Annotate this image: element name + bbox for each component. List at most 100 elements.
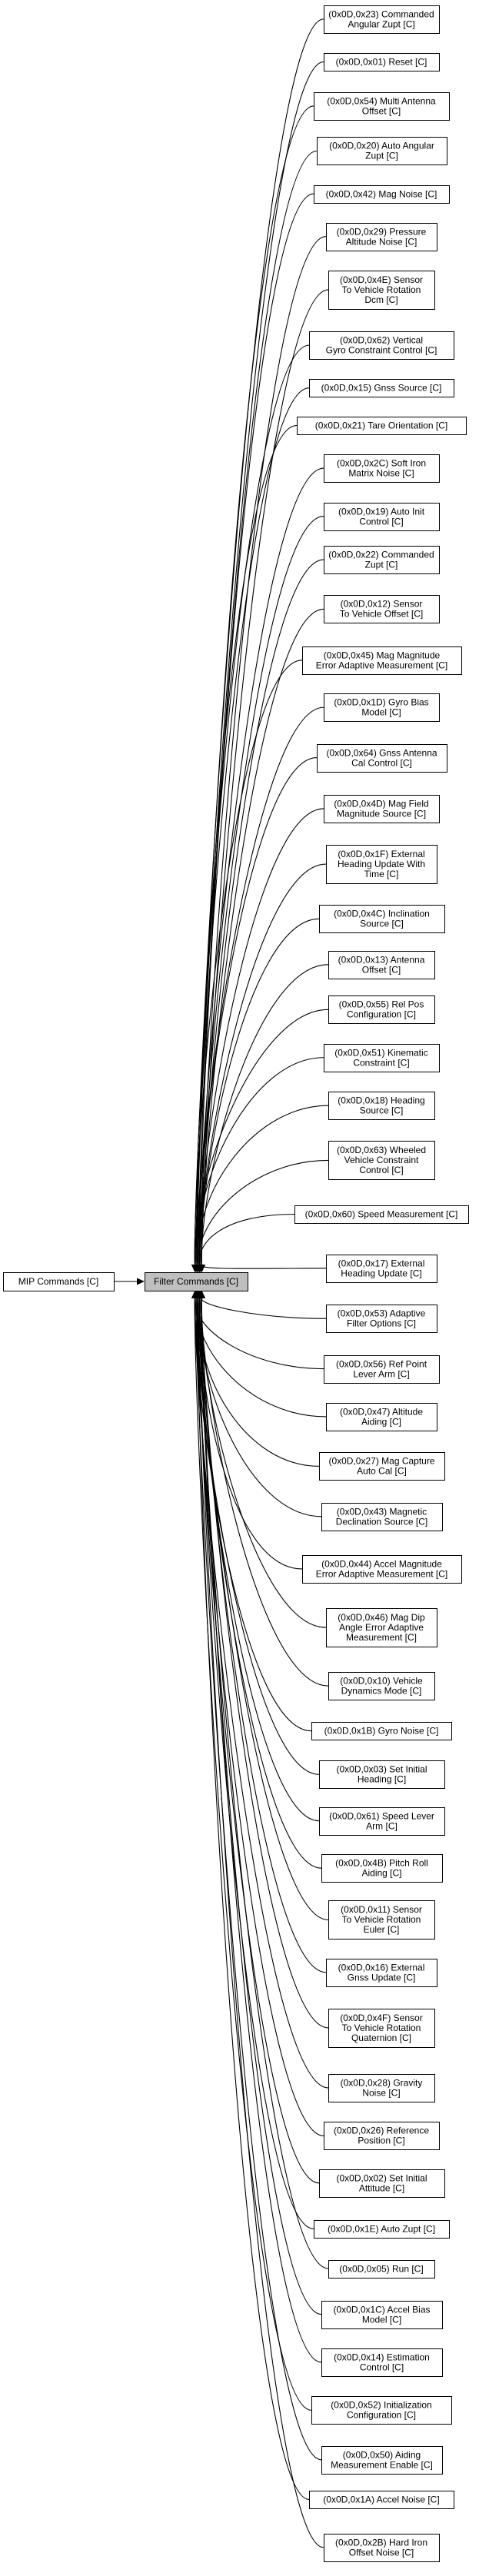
mip-commands-node[interactable]: MIP Commands [C] <box>3 1272 115 1291</box>
child-node-46[interactable]: (0x0D,0x1E) Auto Zupt [C] <box>314 2220 450 2239</box>
child-node-12-label: Control [C] <box>359 517 403 527</box>
child-node-32-box <box>321 1503 443 1531</box>
child-node-7-label: Dcm [C] <box>364 294 398 305</box>
child-node-42-label: Quaternion [C] <box>351 2033 411 2043</box>
child-node-29-label: Lever Arm [C] <box>353 1369 409 1380</box>
child-node-17-box <box>317 744 447 773</box>
child-node-49-label: (0x0D,0x14) Estimation <box>334 2352 430 2362</box>
child-node-1-label: (0x0D,0x23) Commanded <box>328 8 434 19</box>
child-node-28-box <box>326 1305 437 1333</box>
edge-child-4 <box>198 150 318 1265</box>
child-node-4-label: (0x0D,0x20) Auto Angular <box>329 140 434 151</box>
graph-edges <box>114 18 329 2548</box>
filter-commands-node[interactable]: Filter Commands [C] <box>145 1272 248 1291</box>
child-node-52[interactable]: (0x0D,0x1A) Accel Noise [C] <box>309 2491 454 2509</box>
edge-child-28 <box>201 1298 327 1319</box>
child-node-2[interactable]: (0x0D,0x01) Reset [C] <box>324 53 440 71</box>
edge-child-27 <box>200 1264 327 1269</box>
child-node-15-label: (0x0D,0x45) Mag Magnitude <box>324 650 441 660</box>
child-node-5[interactable]: (0x0D,0x42) Mag Noise [C] <box>314 185 450 204</box>
child-node-36[interactable]: (0x0D,0x1B) Gyro Noise [C] <box>311 1722 452 1740</box>
child-node-47[interactable]: (0x0D,0x05) Run [C] <box>328 2260 435 2279</box>
child-node-6-label: (0x0D,0x29) Pressure <box>337 226 427 237</box>
child-node-18-label: Magnitude Source [C] <box>337 809 426 819</box>
edge-child-37 <box>195 1298 320 1775</box>
child-node-30-label: Aiding [C] <box>361 1417 401 1428</box>
child-node-36-label: (0x0D,0x1B) Gyro Noise [C] <box>324 1726 439 1737</box>
child-node-42-label: (0x0D,0x4F) Sensor <box>340 2013 422 2023</box>
child-node-34-label: Angle Error Adaptive <box>339 1622 424 1633</box>
edge-child-35 <box>201 1298 329 1687</box>
child-node-46-label: (0x0D,0x1E) Auto Zupt [C] <box>328 2224 435 2235</box>
child-node-50[interactable]: (0x0D,0x52) InitializationConfiguration … <box>311 2396 452 2425</box>
child-node-33-label: (0x0D,0x44) Accel Magnitude <box>321 1558 442 1569</box>
child-node-35-box <box>328 1672 435 1700</box>
child-node-10[interactable]: (0x0D,0x21) Tare Orientation [C] <box>297 417 467 435</box>
child-node-45-label: (0x0D,0x02) Set Initial <box>336 2172 427 2183</box>
child-node-31-label: (0x0D,0x27) Mag Capture <box>328 1455 434 1466</box>
child-node-9[interactable]: (0x0D,0x15) Gnss Source [C] <box>309 379 454 397</box>
edge-child-33 <box>198 1298 303 1570</box>
child-node-3-label: Offset [C] <box>362 106 401 117</box>
child-node-8-label: Gyro Constraint Control [C] <box>326 345 437 356</box>
child-node-20-label: (0x0D,0x4C) Inclination <box>334 908 430 919</box>
edge-child-30 <box>195 1298 327 1418</box>
child-node-39-label: Aiding [C] <box>361 1868 401 1879</box>
child-node-7-box <box>328 271 435 310</box>
child-node-26[interactable]: (0x0D,0x60) Speed Measurement [C] <box>294 1205 469 1224</box>
child-node-50-label: Configuration [C] <box>347 2410 416 2421</box>
filter-commands-node-label: Filter Commands [C] <box>154 1276 238 1287</box>
child-node-21-box <box>328 951 435 979</box>
child-node-20-label: Source [C] <box>360 919 404 929</box>
child-node-26-label: (0x0D,0x60) Speed Measurement [C] <box>305 1209 458 1220</box>
child-node-10-label: (0x0D,0x21) Tare Orientation [C] <box>315 420 448 431</box>
arrowhead-child-27 <box>197 1265 205 1272</box>
child-node-24-label: (0x0D,0x18) Heading <box>338 1095 424 1105</box>
child-node-7-label: To Vehicle Rotation <box>342 284 421 295</box>
child-node-39-box <box>321 1854 443 1883</box>
